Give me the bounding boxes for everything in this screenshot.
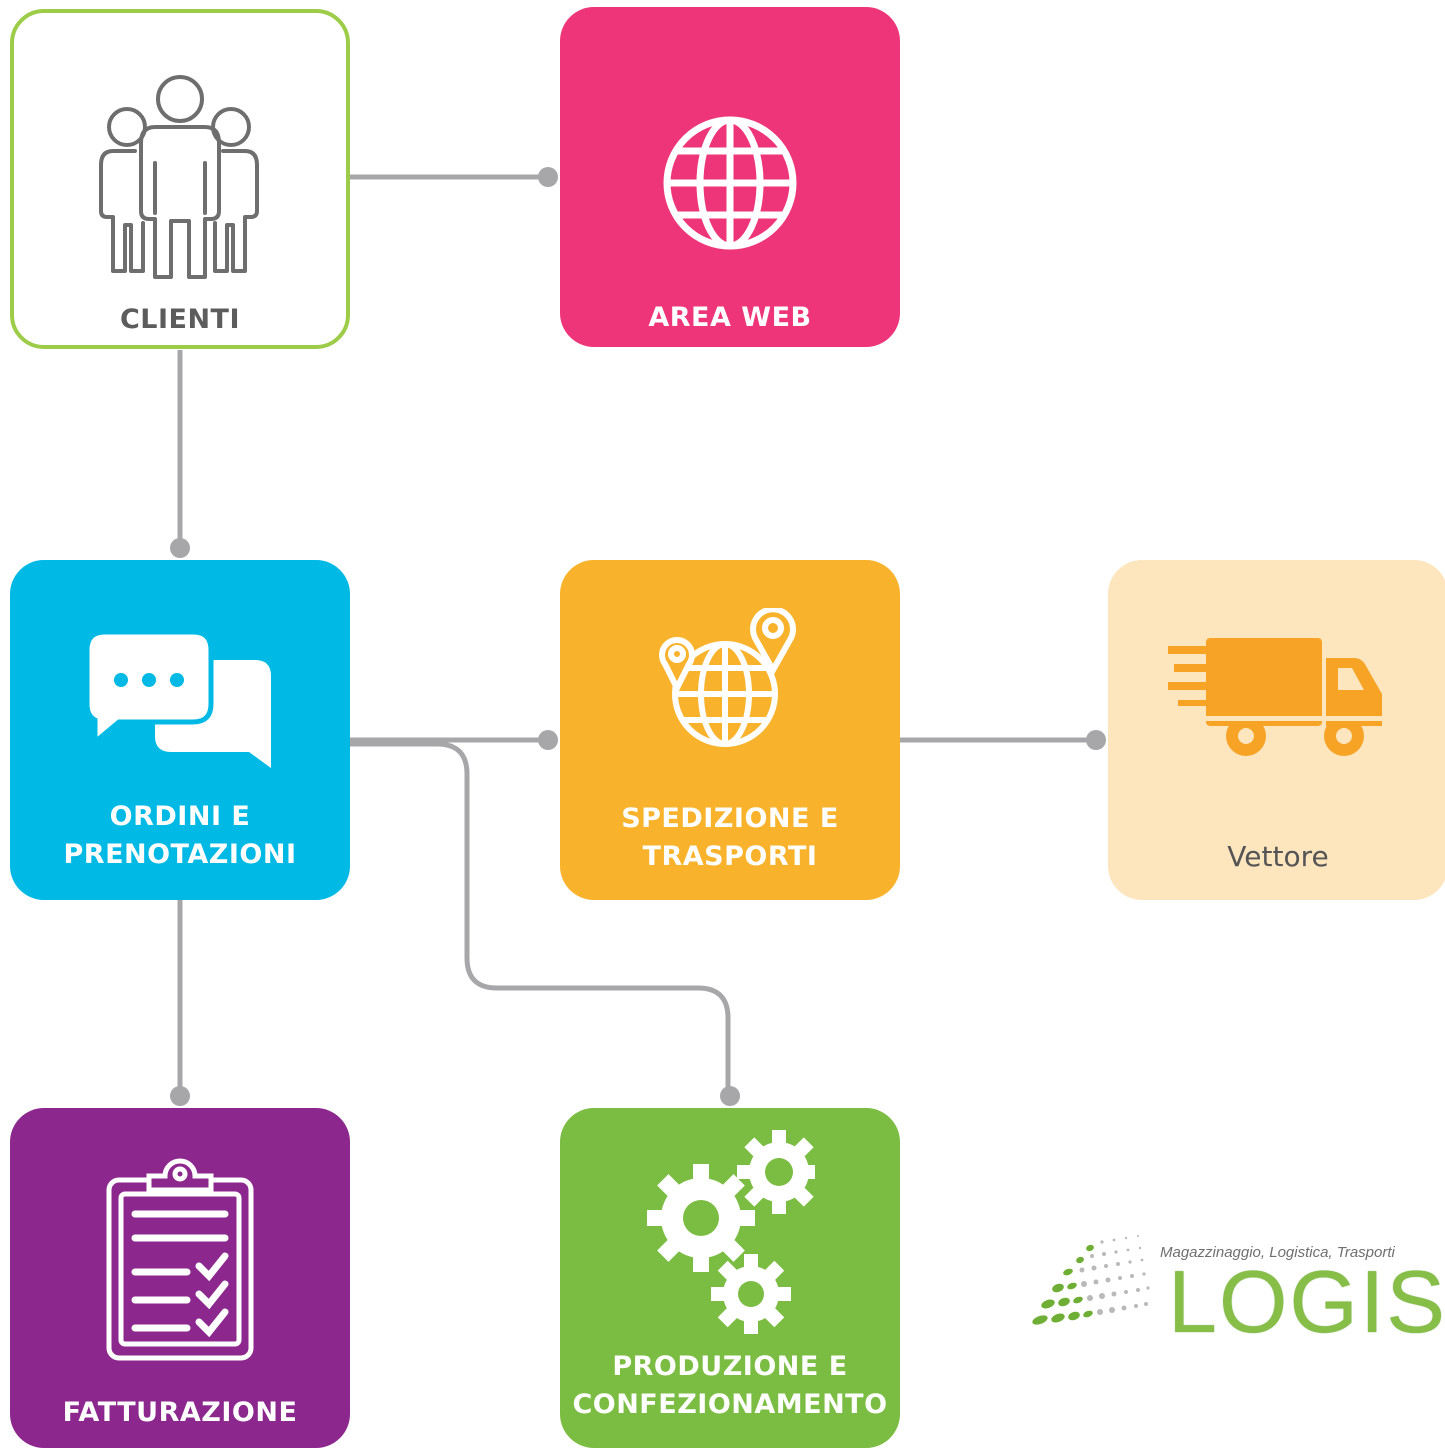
connector-dot xyxy=(538,730,558,750)
node-label: SPEDIZIONE E TRASPORTI xyxy=(621,803,839,872)
node-label: FATTURAZIONE xyxy=(62,1397,298,1428)
connector-dot xyxy=(1086,730,1106,750)
logo-dots-graphic xyxy=(1032,1235,1150,1325)
node-label: CLIENTI xyxy=(119,304,241,335)
chat-bubbles-icon xyxy=(10,630,350,770)
connector-dot xyxy=(170,1086,190,1106)
node-label: ORDINI E PRENOTAZIONI xyxy=(63,801,297,870)
clipboard-checklist-icon xyxy=(10,1154,350,1364)
delivery-truck-icon xyxy=(1108,632,1445,762)
connector-ordini-produzione xyxy=(350,741,731,1096)
connector-dot xyxy=(720,1086,740,1106)
connector-dot xyxy=(170,538,190,558)
globe-icon xyxy=(560,113,900,253)
logo-tagline: Magazzinaggio, Logistica, Trasporti xyxy=(1160,1244,1395,1261)
globe-location-pins-icon xyxy=(560,608,900,748)
node-label: Vettore xyxy=(1227,840,1329,873)
node-area-web: AREA WEB xyxy=(560,7,900,347)
node-vettore: Vettore xyxy=(1108,560,1445,900)
node-clienti: CLIENTI xyxy=(10,9,350,349)
connector-dot xyxy=(538,167,558,187)
people-group-icon xyxy=(14,73,346,283)
logis-logo: Magazzinaggio, Logistica, Trasporti LOGI… xyxy=(1028,1224,1445,1354)
logo-wordmark: LOGIS xyxy=(1168,1252,1445,1351)
node-label: PRODUZIONE E CONFEZIONAMENTO xyxy=(572,1351,888,1420)
node-ordini-prenotazioni: ORDINI E PRENOTAZIONI xyxy=(10,560,350,900)
node-produzione-confezionamento: PRODUZIONE E CONFEZIONAMENTO xyxy=(560,1108,900,1448)
gears-icon xyxy=(560,1126,900,1336)
node-spedizione-trasporti: SPEDIZIONE E TRASPORTI xyxy=(560,560,900,900)
node-fatturazione: FATTURAZIONE xyxy=(10,1108,350,1448)
node-label: AREA WEB xyxy=(648,302,812,333)
